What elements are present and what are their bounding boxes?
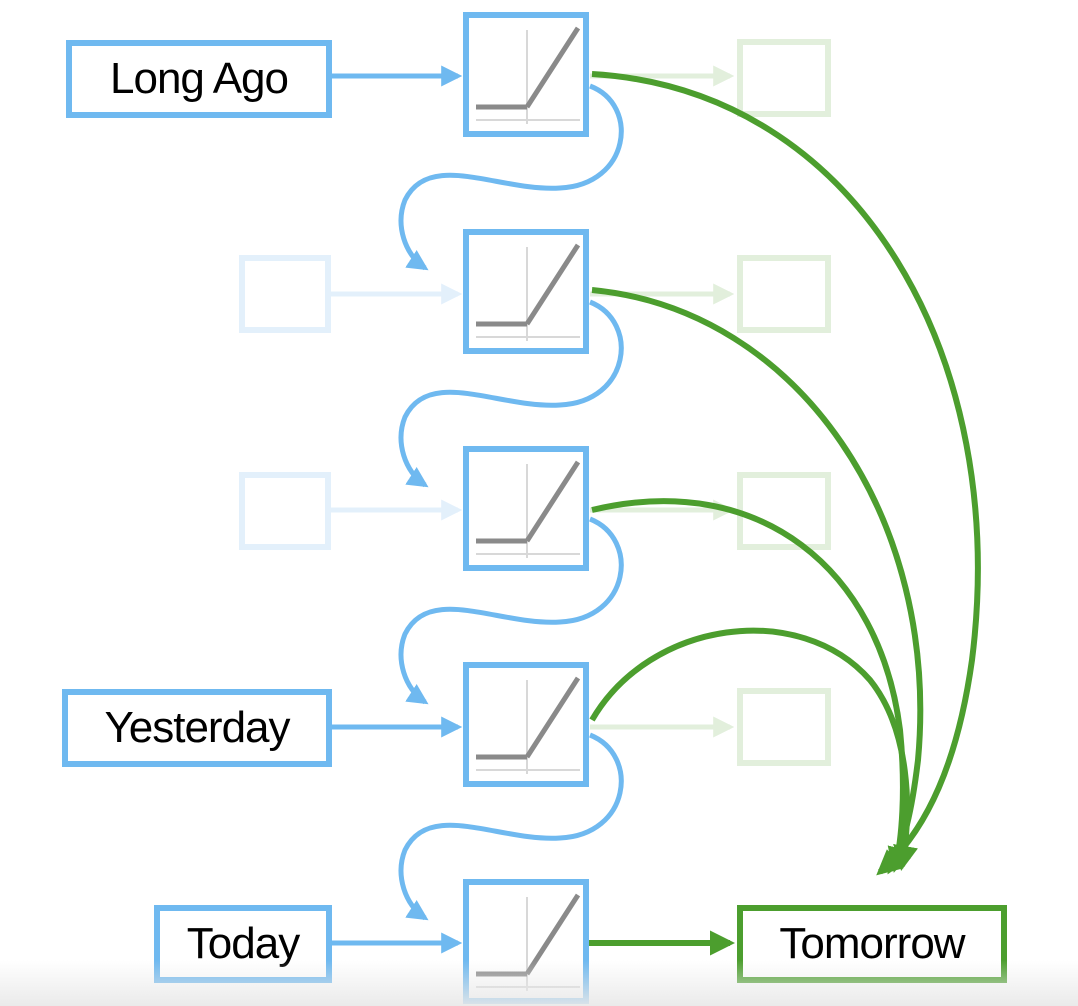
recurrent-arrow-2 [398, 299, 624, 488]
relu-node-1 [463, 12, 589, 137]
relu-node-4 [463, 662, 589, 787]
recurrent-arrow-4 [398, 732, 624, 921]
relu-graph-icon [476, 243, 581, 341]
faded-output-box-4 [737, 688, 831, 766]
recurrent-arrow-1 [398, 83, 624, 271]
output-arc-3 [591, 498, 913, 873]
input-today-label: Today [186, 919, 300, 968]
relu-node-3 [463, 446, 589, 571]
output-arc-4 [589, 627, 918, 871]
bottom-fade [0, 960, 1078, 1006]
input-yesterday: Yesterday [62, 689, 332, 767]
output-tomorrow-label: Tomorrow [779, 919, 965, 968]
output-arc-1 [591, 71, 981, 876]
faded-output-box-2 [737, 255, 831, 333]
output-arc-2 [591, 287, 924, 875]
input-yesterday-label: Yesterday [104, 703, 290, 752]
relu-node-2 [463, 229, 589, 354]
faded-input-box-3 [239, 472, 331, 550]
recurrent-arrow-3 [398, 516, 624, 705]
relu-graph-icon [476, 676, 581, 774]
relu-graph-icon [476, 26, 581, 124]
faded-input-box-2 [239, 255, 331, 333]
faded-output-box-1 [737, 39, 831, 117]
input-long-ago: Long Ago [66, 40, 332, 118]
relu-graph-icon [476, 460, 581, 558]
input-long-ago-label: Long Ago [110, 54, 289, 103]
